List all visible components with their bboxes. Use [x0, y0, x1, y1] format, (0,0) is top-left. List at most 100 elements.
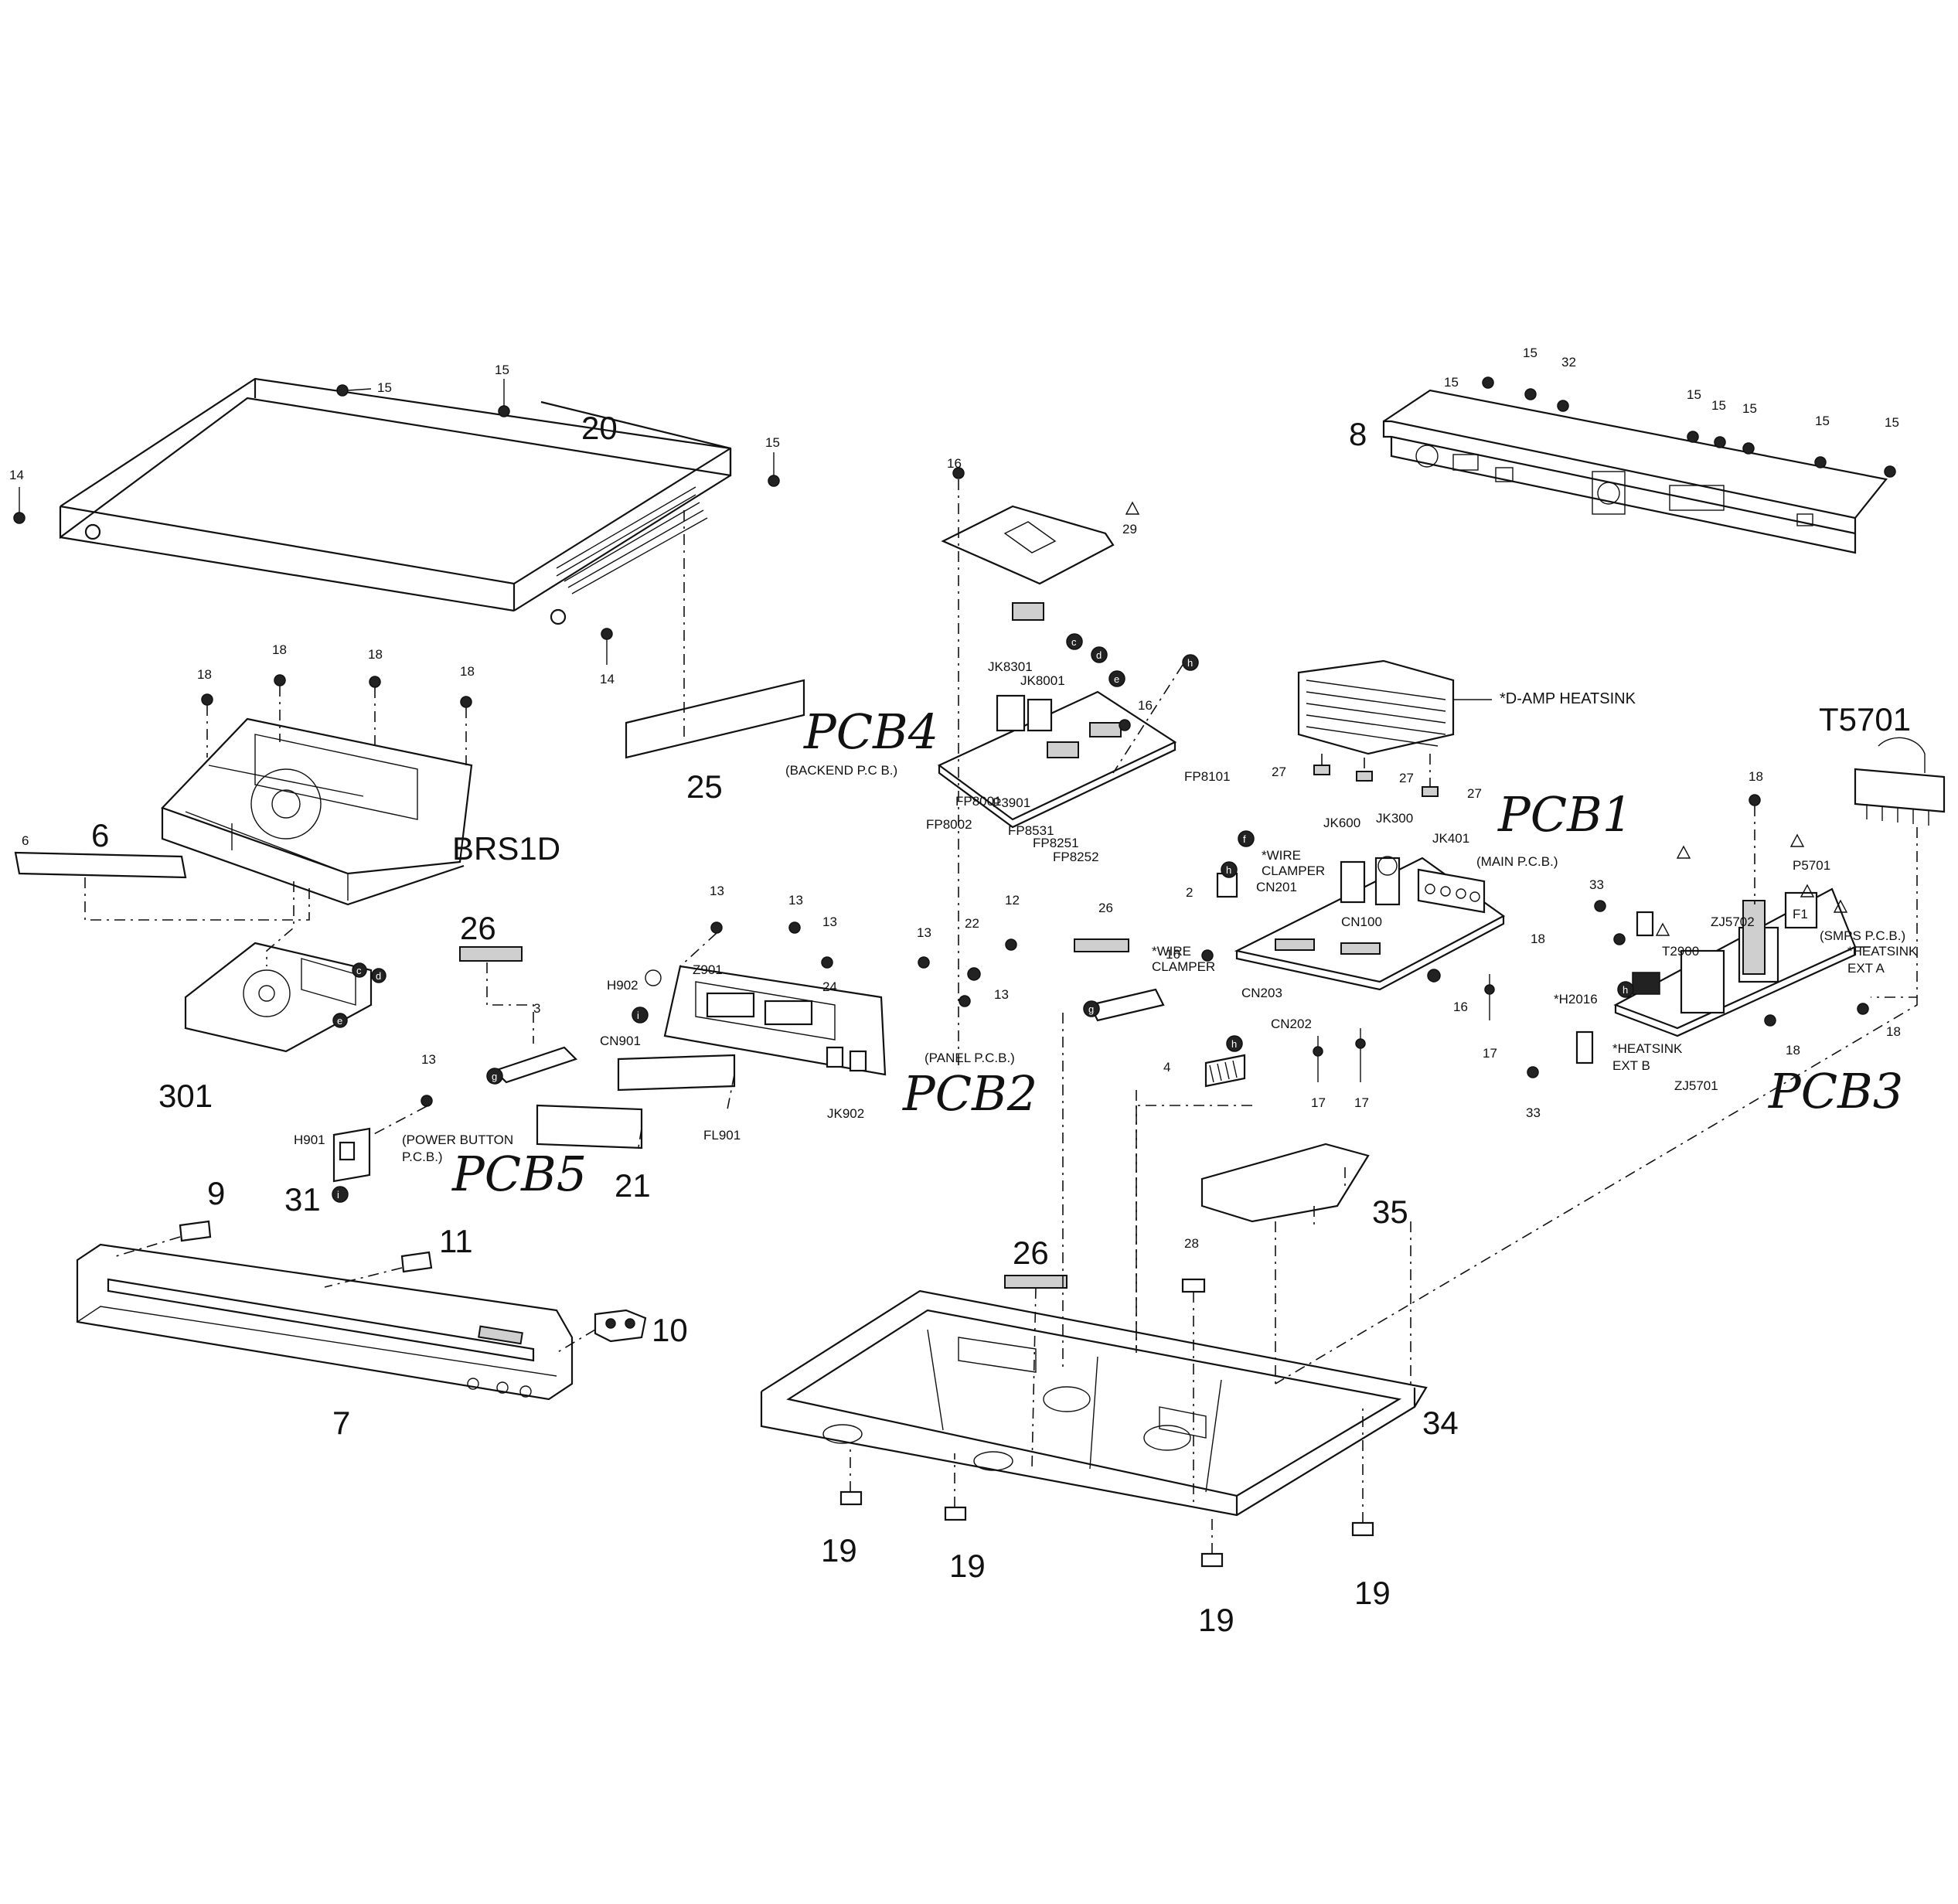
- marker-letter: g: [492, 1071, 497, 1082]
- foam-pad-26: [459, 946, 523, 962]
- screw-label: 15: [765, 435, 780, 450]
- smps-screws: [1527, 794, 1869, 1078]
- screw-label: 15: [1444, 375, 1459, 390]
- screw-label: 16: [947, 456, 962, 471]
- part-number-11: 11: [439, 1223, 473, 1259]
- screw-label: 18: [1749, 769, 1763, 784]
- part-number-6: 6: [91, 817, 109, 853]
- fl-filter-21: [536, 1104, 643, 1153]
- traverse-mechanism: [184, 881, 386, 1053]
- smps-pcb: [1613, 887, 1871, 1037]
- screw-label: 15: [1815, 414, 1830, 428]
- screw-label: 13: [822, 915, 837, 929]
- screw-label: 18: [460, 664, 475, 679]
- pcb1-handwritten-label: PCB1: [1497, 786, 1633, 843]
- pcb3-handwritten-label: PCB3: [1768, 1063, 1903, 1119]
- part-number-31: 31: [284, 1181, 321, 1218]
- zj5701-label: ZJ5701: [1674, 1078, 1718, 1093]
- knob-10: [556, 1309, 647, 1354]
- marker-letter: d: [376, 970, 381, 982]
- fp8002-label: FP8002: [926, 817, 972, 832]
- f1-label: F1: [1793, 907, 1808, 921]
- screw-label: 15: [1523, 346, 1537, 360]
- screws-rear-panel: [1482, 376, 1896, 478]
- disc-drive-brs1d: [161, 717, 473, 906]
- screw-label: 13: [917, 925, 931, 940]
- heatsink-ext-a-label: *HEATSINK: [1847, 944, 1918, 959]
- vent-slots: [556, 486, 708, 594]
- part-number-25: 25: [686, 768, 723, 805]
- screw-hole: [84, 523, 101, 540]
- part-number-34: 34: [1422, 1405, 1459, 1441]
- screw-label: 14: [9, 468, 24, 482]
- feet: [839, 1407, 1374, 1568]
- screw-label: 27: [1399, 771, 1414, 785]
- marker-letter: h: [1623, 984, 1628, 996]
- screw-label: 4: [1163, 1060, 1170, 1075]
- pcb4-handwritten-label: PCB4: [803, 703, 938, 760]
- smps-pcb-label: (SMPS P.C.B.): [1820, 928, 1905, 943]
- heatsink-ext-b-label: *HEATSINK: [1612, 1041, 1683, 1056]
- fp8101-label: FP8101: [1184, 769, 1231, 784]
- part-number-20: 20: [581, 410, 618, 446]
- part-number-26: 26: [1013, 1235, 1049, 1271]
- chassis-bottom: [760, 1289, 1428, 1517]
- screw-label: 33: [1589, 877, 1604, 892]
- screw-label: 18: [1786, 1043, 1800, 1058]
- t2900-label: T2900: [1662, 944, 1699, 959]
- part-number-8: 8: [1349, 416, 1367, 452]
- backend-bracket: [941, 479, 1115, 1067]
- marker-letter: h: [1226, 864, 1231, 876]
- screw-label: 13: [994, 987, 1009, 1002]
- spacer-sheet: [492, 1046, 578, 1084]
- pcb2-handwritten-label: PCB2: [902, 1065, 1037, 1122]
- fp8252-label: FP8252: [1053, 850, 1099, 864]
- marker-letter: g: [1088, 1003, 1094, 1015]
- h902-label: H902: [607, 978, 638, 993]
- marker-d: [1091, 646, 1108, 663]
- transformer-label: T5701: [1819, 701, 1911, 737]
- power-button-pcb-label: (POWER BUTTON: [402, 1133, 513, 1147]
- warning-triangle-icon: [1655, 833, 1848, 936]
- heatsink-ext-b-label: EXT B: [1612, 1058, 1650, 1073]
- part-number-19: 19: [1354, 1575, 1391, 1611]
- p5701-label: P5701: [1793, 858, 1830, 873]
- part-number-6-small: 6: [22, 833, 29, 848]
- wire-clamper-label: *WIRE: [1152, 944, 1191, 959]
- drive-model-label: BRS1D: [452, 830, 560, 867]
- wire-harness: [1204, 1035, 1246, 1088]
- screw-label: 16: [1453, 1000, 1468, 1014]
- jk8301-label: JK8301: [988, 659, 1033, 674]
- screw-label: 3: [533, 1001, 540, 1016]
- heatsink-ext-a-label: EXT A: [1847, 961, 1885, 976]
- part-number-9: 9: [207, 1175, 225, 1211]
- fp8251-label: FP8251: [1033, 836, 1079, 850]
- screw-label: 18: [1531, 932, 1545, 946]
- cn901-label: CN901: [600, 1034, 641, 1048]
- part-number-19: 19: [821, 1532, 857, 1569]
- marker-letter: f: [1243, 833, 1246, 845]
- part-number-7: 7: [332, 1405, 350, 1441]
- fp8531-label: FP8531: [1008, 823, 1054, 838]
- marker-letter: i: [337, 1189, 339, 1201]
- part-number-21: 21: [615, 1167, 651, 1204]
- rear-panel: [1382, 389, 1888, 554]
- d-amp-heatsink-label: *D-AMP HEATSINK: [1500, 690, 1636, 707]
- screw-label: 16: [1138, 698, 1153, 713]
- marker-h: [1221, 861, 1238, 878]
- fp8001-label: FP8001: [955, 794, 1002, 809]
- jk902-label: JK902: [827, 1106, 864, 1121]
- wire-clamper-2: [1074, 938, 1165, 1022]
- part-number-19: 19: [1198, 1602, 1234, 1638]
- display-window: [617, 1054, 736, 1114]
- transformer-t5701: [1854, 737, 1946, 826]
- screw-label: 27: [1467, 786, 1482, 801]
- marker-h: [1182, 654, 1199, 671]
- cn203-label: CN203: [1241, 986, 1282, 1000]
- power-button-pcb-label: P.C.B.): [402, 1150, 443, 1164]
- screw-label: 13: [788, 893, 803, 908]
- screw-label: 14: [600, 672, 615, 686]
- power-button-pcb: [332, 1095, 433, 1203]
- fl901-label: FL901: [703, 1128, 741, 1143]
- screw-label: 24: [822, 979, 837, 994]
